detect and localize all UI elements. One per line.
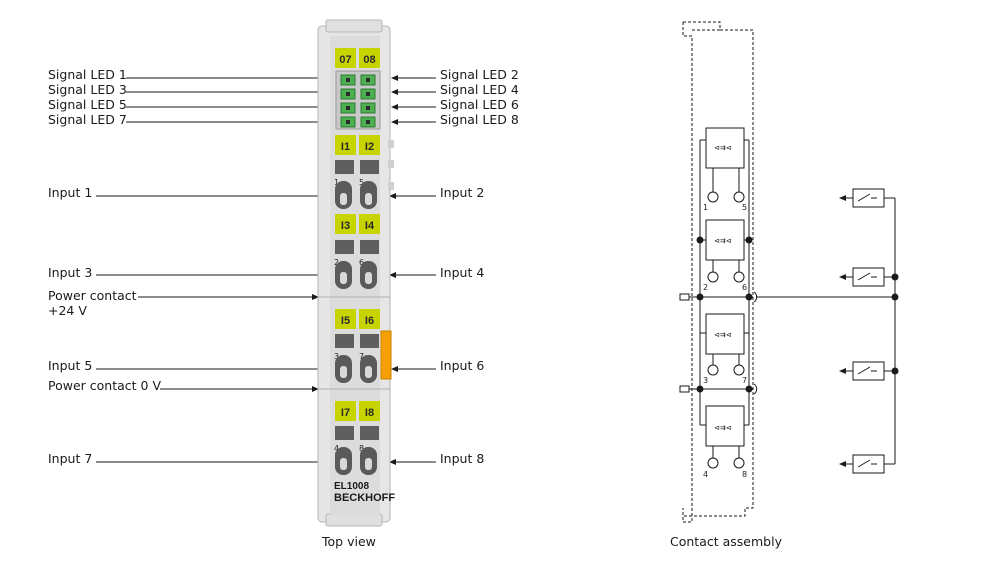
badge-07 bbox=[335, 48, 356, 68]
brand-logo: BECKHOFF bbox=[334, 492, 395, 504]
callout-lines-left bbox=[96, 75, 336, 465]
terminal-module: 07 08 bbox=[317, 19, 395, 527]
svg-text:2: 2 bbox=[334, 258, 339, 267]
svg-text:3: 3 bbox=[703, 376, 708, 385]
badge-08-text: 08 bbox=[363, 54, 375, 66]
label-input-3: Input 3 bbox=[48, 265, 93, 280]
switch-1 bbox=[839, 188, 895, 208]
badge-i8: I8 bbox=[365, 407, 374, 419]
led-grid bbox=[340, 74, 376, 128]
label-signal-led-4: Signal LED 4 bbox=[440, 82, 519, 97]
badge-i2: I2 bbox=[365, 141, 374, 153]
switch-2 bbox=[839, 267, 895, 287]
badge-i3: I3 bbox=[341, 220, 350, 232]
svg-text:7: 7 bbox=[359, 352, 364, 361]
caption-contact-assembly: Contact assembly bbox=[670, 534, 782, 549]
badge-i1: I1 bbox=[341, 141, 350, 153]
contact-assembly: ⊲⇉⊲ ⊲⇉⊲ ⊲⇉⊲ ⊲⇉⊲ bbox=[679, 21, 758, 523]
label-signal-led-5: Signal LED 5 bbox=[48, 97, 127, 112]
svg-text:6: 6 bbox=[742, 283, 747, 292]
label-signal-led-2: Signal LED 2 bbox=[440, 67, 519, 82]
label-input-2: Input 2 bbox=[440, 185, 485, 200]
channel-block-3: ⊲⇉⊲ bbox=[705, 313, 745, 376]
svg-text:6: 6 bbox=[359, 258, 364, 267]
badge-i6: I6 bbox=[365, 315, 374, 327]
label-input-7: Input 7 bbox=[48, 451, 93, 466]
label-input-8: Input 8 bbox=[440, 451, 485, 466]
label-power-contact-0v: Power contact 0 V bbox=[48, 378, 161, 393]
label-signal-led-8: Signal LED 8 bbox=[440, 112, 519, 127]
label-input-4: Input 4 bbox=[440, 265, 485, 280]
switch-3 bbox=[839, 361, 895, 381]
label-signal-led-3: Signal LED 3 bbox=[48, 82, 127, 97]
badge-08 bbox=[359, 48, 380, 68]
channel-block-2: ⊲⇉⊲ bbox=[705, 219, 745, 283]
svg-text:⊲⇉⊲: ⊲⇉⊲ bbox=[714, 331, 732, 339]
badge-i4: I4 bbox=[365, 220, 375, 232]
badge-i5: I5 bbox=[341, 315, 350, 327]
callout-lines-right bbox=[389, 75, 436, 465]
caption-top-view: Top view bbox=[322, 534, 376, 549]
svg-text:8: 8 bbox=[742, 470, 747, 479]
svg-text:⊲⇉⊲: ⊲⇉⊲ bbox=[714, 144, 732, 152]
svg-text:5: 5 bbox=[359, 178, 364, 187]
svg-text:⊲⇉⊲: ⊲⇉⊲ bbox=[714, 237, 732, 245]
svg-text:1: 1 bbox=[703, 203, 708, 212]
label-input-1: Input 1 bbox=[48, 185, 93, 200]
svg-text:2: 2 bbox=[703, 283, 708, 292]
switch-symbols bbox=[756, 188, 899, 474]
label-signal-led-1: Signal LED 1 bbox=[48, 67, 127, 82]
svg-text:4: 4 bbox=[334, 444, 339, 453]
channel-block-1: ⊲⇉⊲ bbox=[700, 127, 749, 203]
badge-i7: I7 bbox=[341, 407, 350, 419]
svg-text:4: 4 bbox=[703, 470, 708, 479]
svg-text:7: 7 bbox=[742, 376, 747, 385]
label-input-5: Input 5 bbox=[48, 358, 93, 373]
svg-text:3: 3 bbox=[334, 352, 339, 361]
channel-block-4: ⊲⇉⊲ bbox=[705, 405, 745, 469]
svg-text:5: 5 bbox=[742, 203, 747, 212]
svg-text:8: 8 bbox=[359, 444, 364, 453]
svg-text:⊲⇉⊲: ⊲⇉⊲ bbox=[714, 424, 732, 432]
label-power-contact-24v: Power contact +24 V bbox=[48, 288, 137, 318]
label-signal-led-7: Signal LED 7 bbox=[48, 112, 127, 127]
badge-07-text: 07 bbox=[339, 54, 351, 66]
svg-text:1: 1 bbox=[334, 178, 339, 187]
label-signal-led-6: Signal LED 6 bbox=[440, 97, 519, 112]
model-label: EL1008 bbox=[334, 481, 369, 492]
label-input-6: Input 6 bbox=[440, 358, 485, 373]
switch-4 bbox=[839, 454, 895, 474]
